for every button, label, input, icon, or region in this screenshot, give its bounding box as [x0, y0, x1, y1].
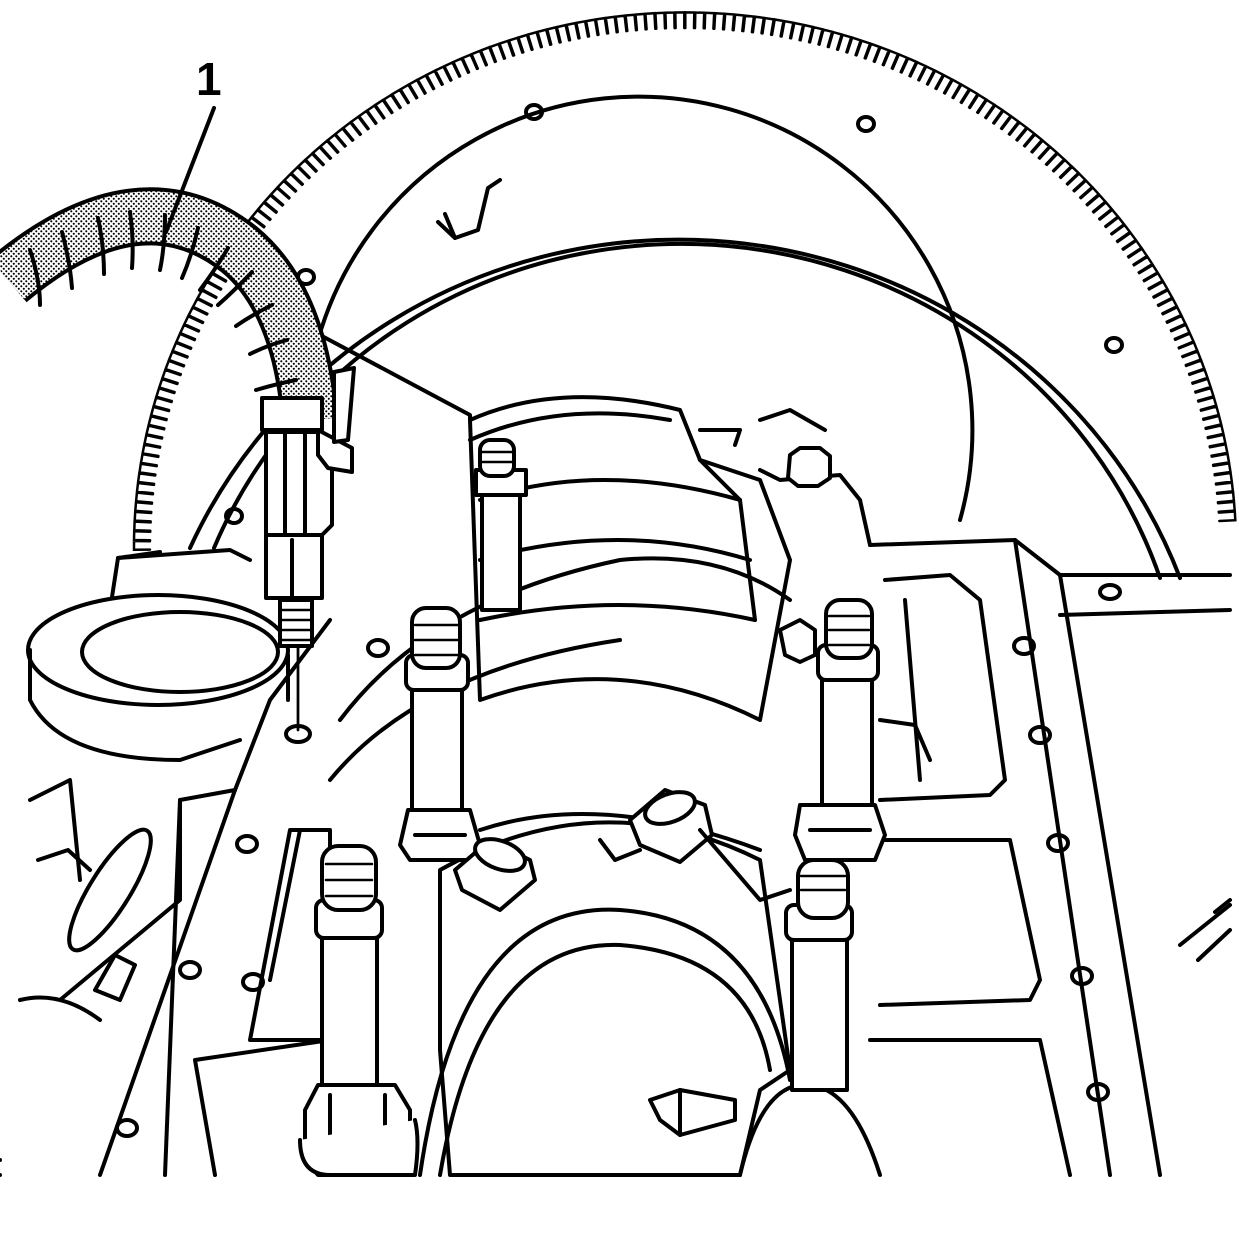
callout-leader-line — [164, 106, 216, 234]
stud-right-upper — [793, 598, 887, 862]
hose-body-fill — [0, 191, 335, 423]
side-bolt-left — [453, 837, 537, 912]
engine-block — [0, 538, 1232, 1177]
hose-adapter — [260, 366, 356, 648]
air-hose-tool — [0, 187, 356, 732]
side-bolt-right — [628, 788, 792, 902]
stud-front-left — [298, 844, 420, 1177]
main-cap-studs — [298, 438, 887, 1177]
flywheel-teeth — [132, 11, 1237, 551]
stud-left-upper — [398, 606, 482, 862]
main-bearing-cap — [328, 395, 882, 1177]
callout-1: 1 — [164, 53, 222, 234]
stud-front-right — [784, 858, 854, 1092]
deck-bolt-holes — [115, 636, 1110, 1138]
callout-label: 1 — [196, 53, 222, 105]
stud-rear-left — [474, 438, 528, 612]
